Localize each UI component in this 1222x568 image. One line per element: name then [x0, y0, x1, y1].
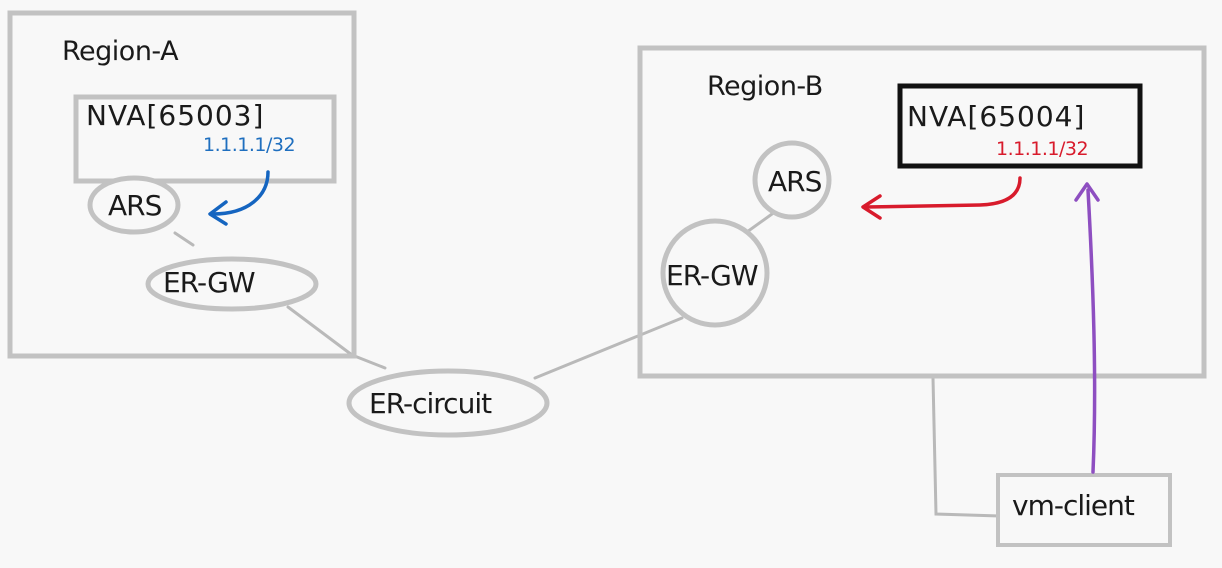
nva-b-label: NVA[65004]: [907, 100, 1085, 133]
client-arrow: [1086, 188, 1097, 474]
route-arrow-a: [211, 170, 270, 216]
region-a-box: [7, 10, 357, 359]
nva-a-label: NVA[65003]: [86, 99, 264, 132]
nva-b-prefix: 1.1.1.1/32: [996, 138, 1088, 160]
ergw-a-node[interactable]: [145, 256, 319, 312]
ars-b-label: ARS: [768, 165, 822, 198]
nva-b-box: [897, 83, 1143, 169]
ars-a-node[interactable]: [87, 175, 181, 235]
connector-ergw-a-circuit: [286, 305, 387, 370]
route-arrow-b-head: [861, 194, 882, 220]
vm-client-label: vm-client: [1012, 489, 1135, 522]
ergw-a-label: ER-GW: [163, 266, 255, 299]
connector-ars-a-ergw-a: [173, 231, 195, 247]
connector-circuit-ergw-b: [533, 316, 684, 380]
region-b-label: Region-B: [707, 71, 823, 102]
ergw-b-label: ER-GW: [666, 259, 758, 292]
route-arrow-b: [864, 176, 1022, 209]
nva-a-box: [73, 94, 337, 184]
ars-a-label: ARS: [108, 189, 162, 222]
region-b-box: [637, 45, 1207, 379]
er-circuit-label: ER-circuit: [369, 387, 492, 420]
ergw-b-node[interactable]: [660, 218, 770, 328]
region-a-label: Region-A: [62, 36, 179, 67]
er-circuit-node[interactable]: [346, 368, 550, 438]
client-arrow-head: [1074, 182, 1100, 202]
vm-client-box[interactable]: [996, 473, 1172, 547]
ars-b-node[interactable]: [752, 140, 832, 220]
nva-a-prefix: 1.1.1.1/32: [203, 134, 295, 156]
connector-region-b-vm-client: [931, 376, 1002, 518]
route-arrow-a-head: [208, 200, 228, 226]
